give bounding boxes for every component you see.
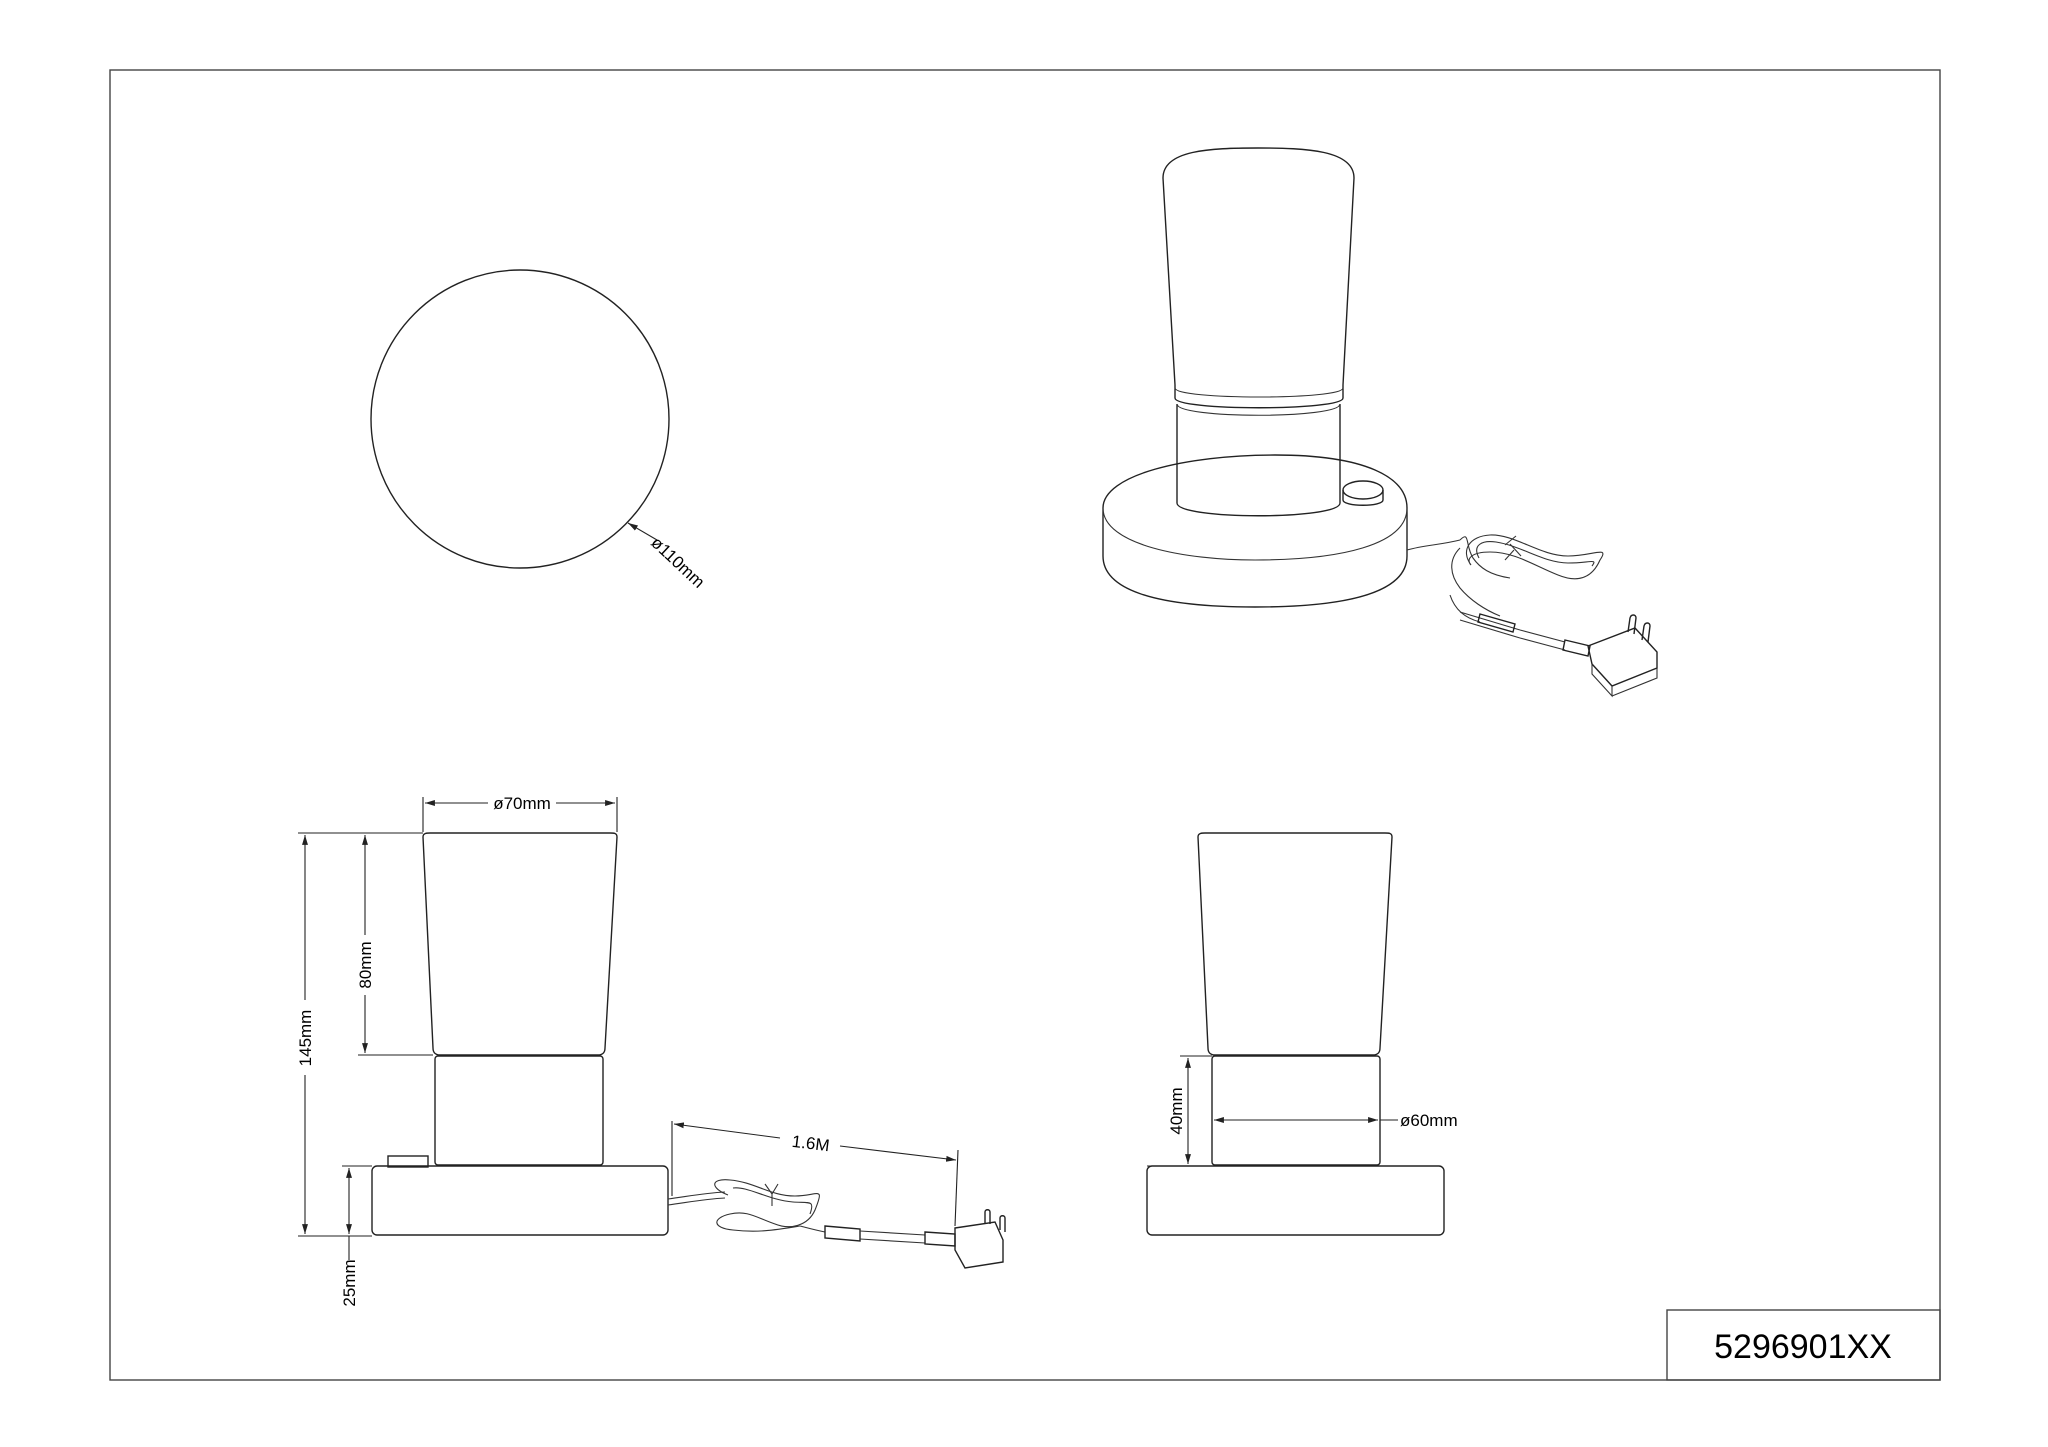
title-block: 5296901XX [1666, 1309, 1941, 1381]
diameter-leader [627, 522, 658, 541]
top-view-outline [370, 269, 670, 569]
side-view: 40mm ø60mm [1146, 832, 1458, 1236]
shade-height-dimension: 80mm [356, 835, 433, 1056]
overall-height-dimension: 145mm [296, 832, 423, 1237]
base-height-label: 25mm [340, 1259, 359, 1306]
front-view: ø70mm 145mm 80mm 25mm [296, 794, 1006, 1307]
shade-height-label: 80mm [356, 941, 375, 988]
front-shade [422, 832, 618, 1056]
top-view: ø110mm [370, 269, 708, 592]
part-number: 5296901XX [1714, 1328, 1892, 1366]
side-body [1211, 1055, 1381, 1166]
iso-cable-plug [1406, 534, 1658, 698]
front-body [434, 1055, 604, 1166]
iso-shade [1162, 147, 1355, 409]
side-shade [1197, 832, 1393, 1056]
drawing-frame [109, 69, 1941, 1381]
side-base [1146, 1165, 1445, 1236]
top-diameter-label: ø110mm [647, 533, 708, 592]
body-height-dimension: 40mm [1147, 1055, 1212, 1167]
isometric-view [1102, 147, 1658, 698]
overall-height-label: 145mm [296, 1010, 315, 1067]
front-base [371, 1165, 669, 1236]
shade-diameter-label: ø70mm [493, 794, 551, 813]
front-cable-plug [667, 1179, 1006, 1269]
iso-switch-button [1342, 480, 1384, 506]
body-diameter-label: ø60mm [1400, 1111, 1458, 1130]
shade-diameter-dimension: ø70mm [422, 794, 618, 832]
front-switch [387, 1155, 429, 1168]
base-height-dimension: 25mm [340, 1165, 372, 1307]
body-diameter-dimension: ø60mm [1214, 1111, 1458, 1130]
body-height-label: 40mm [1167, 1087, 1186, 1134]
cable-length-label: 1.6M [791, 1132, 831, 1155]
iso-body [1176, 403, 1341, 517]
iso-base [1102, 454, 1408, 608]
cable-length-dimension: 1.6M [671, 1121, 959, 1227]
